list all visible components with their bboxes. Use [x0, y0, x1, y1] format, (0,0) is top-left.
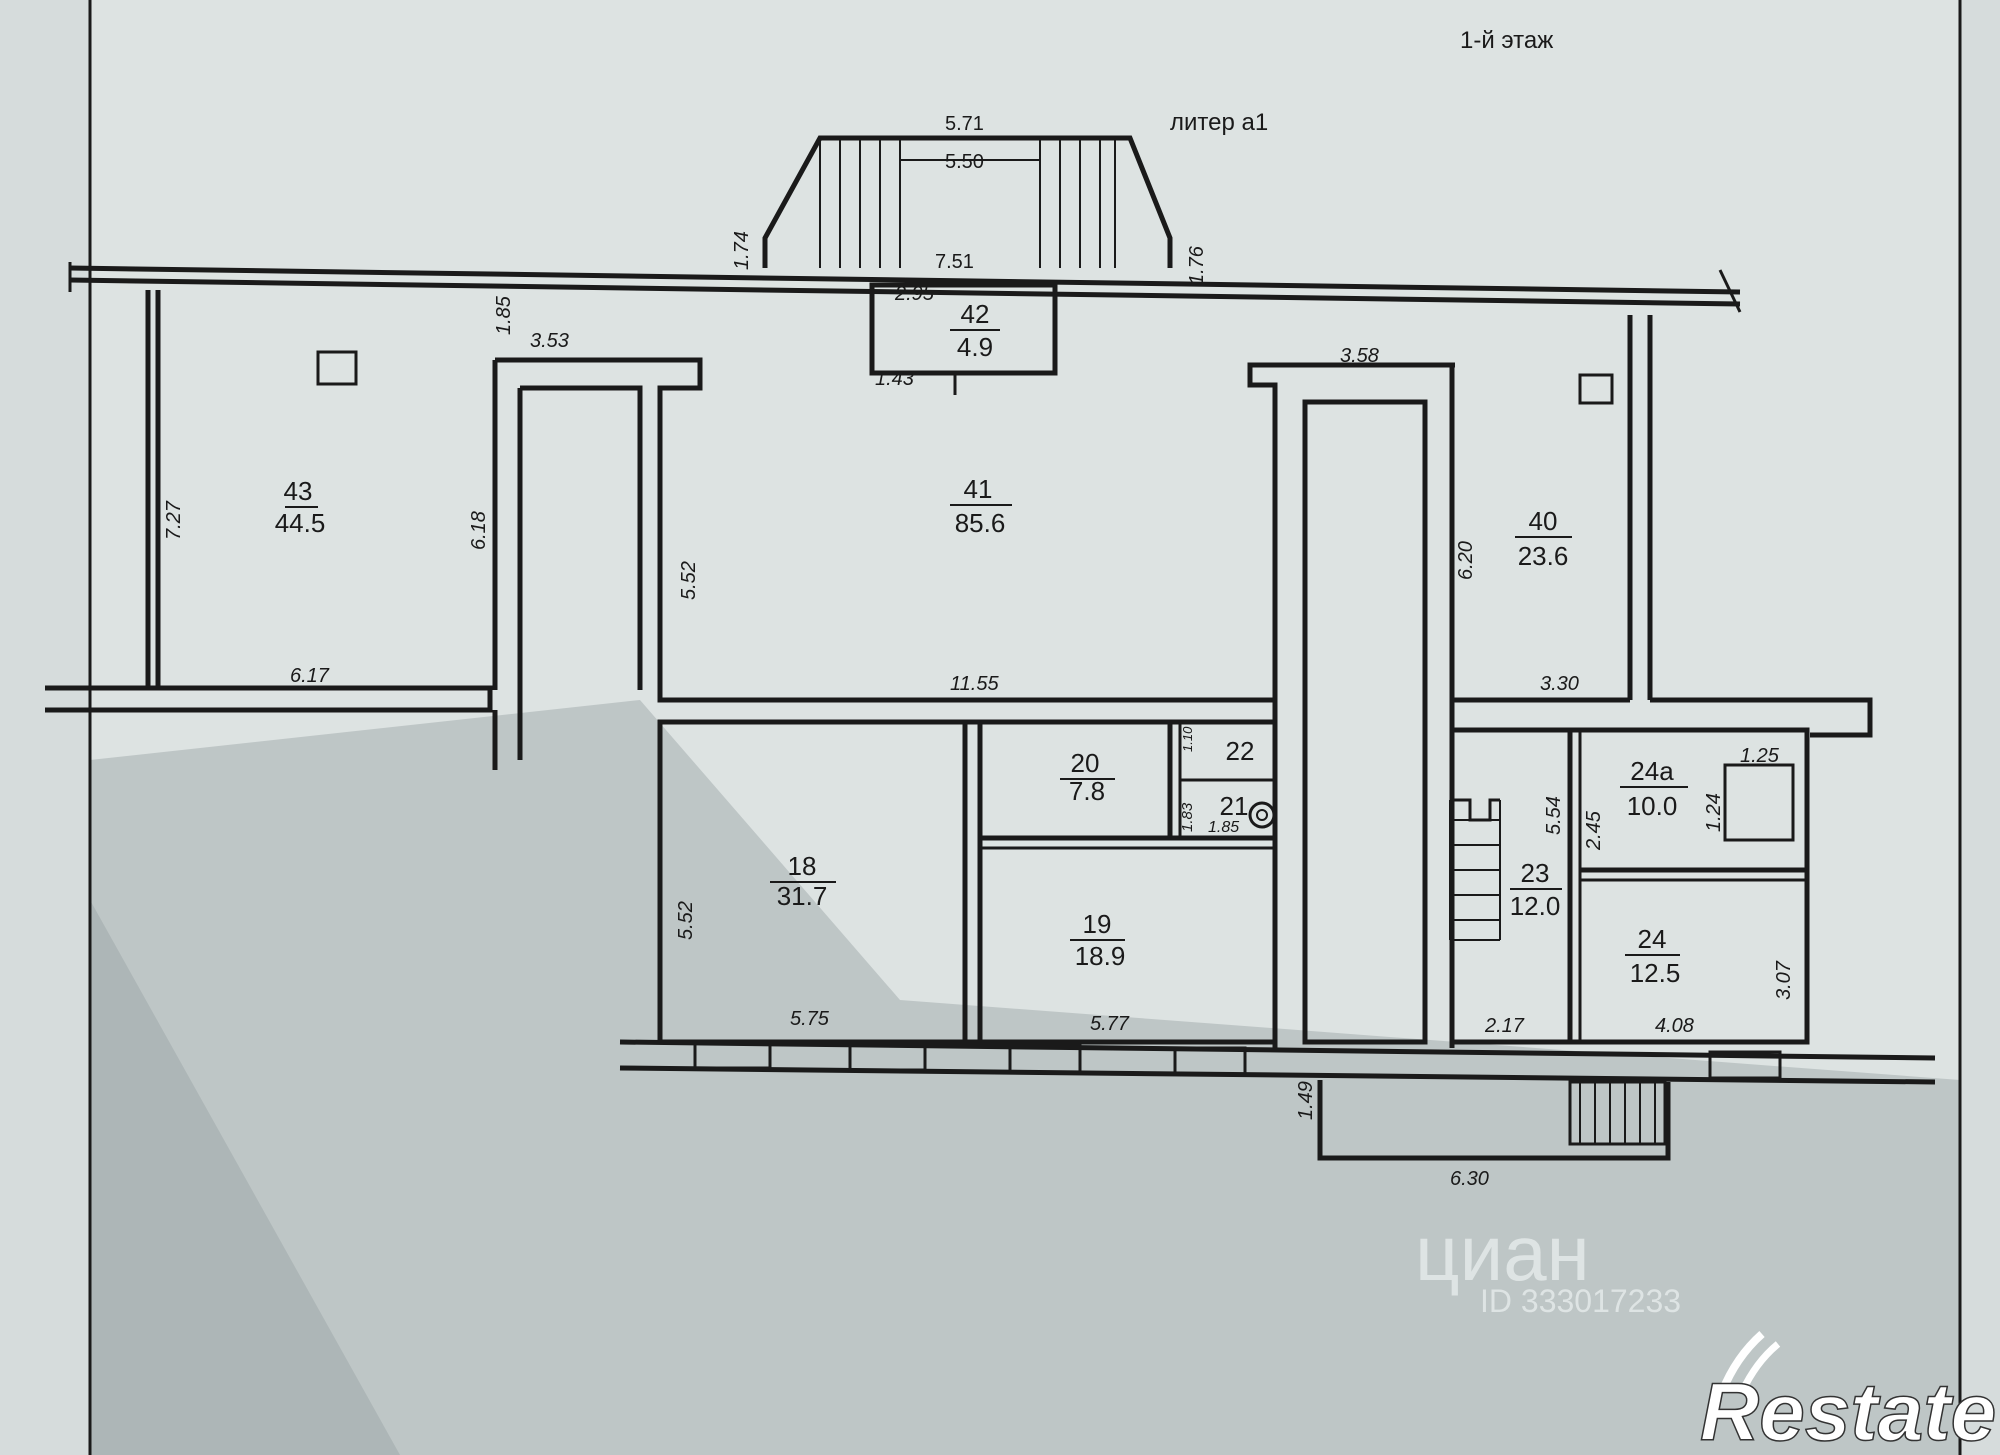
dim-porch-left: 1.74	[731, 231, 753, 270]
room-19-area: 18.9	[1075, 941, 1126, 971]
room-18-number: 18	[788, 851, 817, 881]
dim-front-porch-width: 6.30	[1450, 1168, 1489, 1190]
dim-r18-bottom: 5.75	[790, 1008, 830, 1030]
dim-r24a-box-width: 1.25	[1740, 745, 1780, 767]
bottom-wall	[619, 1039, 1936, 1085]
dim-porch-top: 5.71	[945, 113, 984, 135]
room-40-walls	[1452, 315, 1873, 738]
dim-r23-bottom: 2.17	[1484, 1015, 1525, 1037]
dim-r24-height: 3.07	[1773, 960, 1795, 1000]
room-18-area: 31.7	[777, 881, 828, 911]
dim-r23-height: 5.54	[1543, 796, 1565, 835]
room-43-number: 43	[284, 476, 313, 506]
room-40-number: 40	[1529, 506, 1558, 536]
dim-r24a-height: 2.45	[1583, 810, 1605, 851]
room-24-area: 12.5	[1630, 958, 1681, 988]
dim-r43-gap: 1.85	[493, 295, 515, 335]
lower-left-block	[657, 719, 1278, 1045]
top-wall	[68, 262, 1742, 313]
dim-corridor-right-top: 3.58	[1340, 345, 1379, 367]
dim-r20-side: 1.10	[1180, 726, 1195, 752]
dim-porch-inner: 5.50	[945, 151, 984, 173]
room-41-number: 41	[964, 474, 993, 504]
room-labels: 43 44.5 41 85.6 42 4.9 40 23.6 18 31.7 2…	[275, 299, 1688, 988]
room-22-number: 22	[1226, 736, 1255, 766]
dim-r18-height: 5.52	[675, 901, 697, 940]
shadow	[90, 700, 1960, 1455]
dim-r41-bottom: 11.55	[950, 673, 999, 695]
dim-r43-bottom: 6.17	[290, 665, 330, 687]
dim-r21-bottom: 1.85	[1208, 819, 1239, 836]
room-43-walls	[45, 290, 493, 713]
cian-watermark: циан ID 333017233	[1415, 1209, 1681, 1319]
liter-label: литер а1	[1170, 109, 1268, 136]
floor-title: 1-й этаж	[1460, 27, 1553, 54]
dim-r40-bottom: 3.30	[1540, 673, 1579, 695]
room-24a-area: 10.0	[1627, 791, 1678, 821]
room-24-number: 24	[1638, 924, 1667, 954]
lower-right-block	[1449, 727, 1810, 1045]
room-23-area: 12.0	[1510, 891, 1561, 921]
room-43-area: 44.5	[275, 508, 326, 538]
dim-vestibule-width: 2.95	[894, 283, 935, 305]
dim-r43-height: 7.27	[163, 500, 185, 540]
room-42-area: 4.9	[957, 332, 993, 362]
dim-r24-bottom: 4.08	[1655, 1015, 1694, 1037]
restate-logo-text: Restate	[1700, 1367, 1996, 1455]
porch-bottom	[1317, 1080, 1671, 1161]
room-41-area: 85.6	[955, 508, 1006, 538]
dim-corridor-left-height: 6.18	[468, 511, 490, 550]
room-20-area: 7.8	[1069, 776, 1105, 806]
room-42-outline	[869, 282, 1058, 376]
room-19-number: 19	[1083, 909, 1112, 939]
room-40-area: 23.6	[1518, 541, 1569, 571]
cian-watermark-id: ID 333017233	[1480, 1283, 1681, 1319]
dim-front-porch-height: 1.49	[1295, 1081, 1317, 1120]
room-41-walls	[657, 362, 1455, 703]
room-23-number: 23	[1521, 858, 1550, 888]
dim-vestibule-base: 1.43	[875, 368, 914, 390]
dim-r41-left: 5.52	[678, 561, 700, 600]
cian-watermark-brand: циан	[1415, 1209, 1590, 1297]
room-21-number: 21	[1220, 791, 1249, 821]
shadow-corner	[90, 900, 400, 1455]
dim-r19-bottom: 5.77	[1090, 1013, 1130, 1035]
room-42-number: 42	[961, 299, 990, 329]
dimension-labels: 5.71 5.50 1.74 1.76 7.51 2.95 1.43 7.27 …	[163, 113, 1795, 1190]
dim-r40-height: 6.20	[1455, 541, 1477, 580]
room-24a-number: 24a	[1630, 756, 1674, 786]
dim-r24a-box-height: 1.24	[1703, 793, 1725, 832]
dim-r21-side: 1.83	[1179, 802, 1196, 832]
dim-corridor-left-top: 3.53	[530, 330, 569, 352]
left-corridor	[492, 357, 703, 770]
restate-logo: Restate	[1699, 1331, 1997, 1455]
room-20-number: 20	[1071, 748, 1100, 778]
dim-porch-base: 7.51	[935, 251, 974, 273]
dim-porch-right: 1.76	[1186, 245, 1208, 285]
